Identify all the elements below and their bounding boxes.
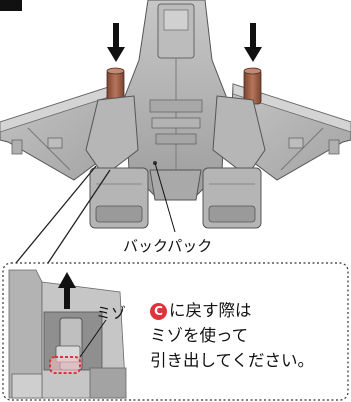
right-joint bbox=[243, 67, 262, 105]
callout-line-inner bbox=[47, 169, 111, 264]
arrow-down-icon bbox=[244, 23, 262, 62]
groove-highlight bbox=[49, 356, 81, 374]
detail-panel bbox=[2, 262, 349, 401]
backpack-right-block bbox=[202, 167, 262, 229]
backpack-label: バックパック bbox=[123, 237, 213, 255]
arrow-up-icon bbox=[58, 272, 76, 309]
instruction-line-2: ミゾを使って bbox=[150, 326, 249, 345]
step-c-badge: C bbox=[150, 303, 167, 320]
step-corner-marker bbox=[0, 0, 22, 11]
callout-line-outer bbox=[15, 165, 97, 264]
arrow-down-icon bbox=[107, 23, 125, 62]
left-joint bbox=[106, 67, 125, 105]
backpack-left-block bbox=[89, 167, 149, 229]
fuselage bbox=[124, 0, 227, 197]
backpack-leader-line bbox=[154, 162, 176, 233]
instruction-line-1-text: に戻す際は bbox=[169, 301, 252, 320]
groove-label: ミゾ bbox=[96, 304, 127, 322]
instruction-line-3: 引き出してください。 bbox=[150, 351, 315, 370]
